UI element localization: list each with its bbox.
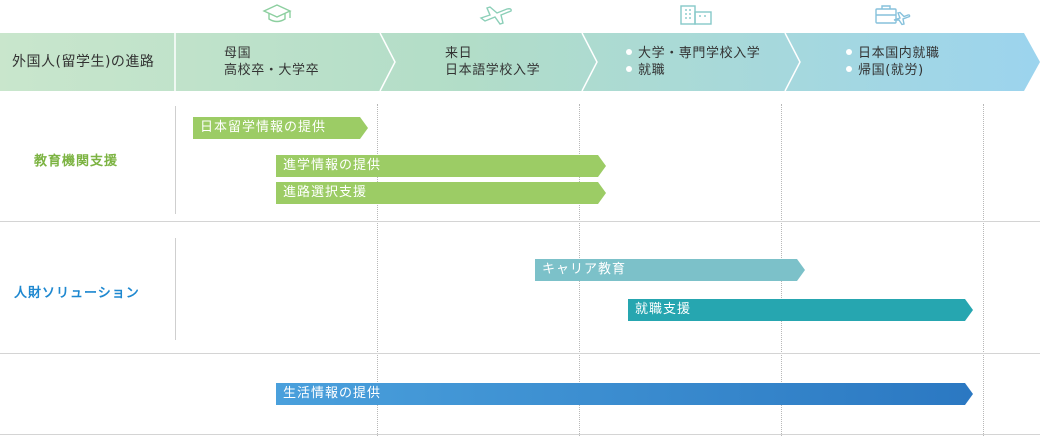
section-label-hr-solution: 人財ソリューション [14,286,140,301]
stage-line: 母国 [224,46,252,61]
section-separator [0,221,1040,222]
stage-line: 大学・専門学校入学 [638,46,761,61]
section-separator [0,434,1040,435]
section-divider [175,238,176,340]
stage-employment: 日本国内就職 帰国(就労) [846,45,940,79]
section-divider [175,106,176,214]
bar-living-info: 生活情報の提供 [276,383,973,405]
section-label-education: 教育機関支援 [34,154,119,169]
bar-career-education: キャリア教育 [535,259,805,281]
buildings-icon [676,0,716,28]
bullet-icon [626,65,632,72]
bullet-icon [846,65,852,72]
stage-line: 高校卒・大学卒 [224,63,320,78]
stage-line: 就職 [638,63,666,78]
graduation-cap-icon [257,0,297,28]
stage-home-country: 母国 高校卒・大学卒 [224,45,319,79]
briefcase-plane-icon [872,0,912,28]
stage-arrival: 来日 日本語学校入学 [445,45,540,79]
bar-career-selection-support: 進路選択支援 [276,182,606,204]
stage-line: 帰国(就労) [858,63,924,78]
bar-job-support: 就職支援 [628,299,973,321]
airplane-icon [476,0,516,28]
bullet-icon [846,48,852,55]
stage-divider [377,104,378,436]
bar-advancement-info: 進学情報の提供 [276,155,606,177]
stage-line: 日本語学校入学 [445,63,541,78]
section-separator [0,353,1040,354]
stage-line: 日本国内就職 [858,46,940,61]
stage-line: 来日 [445,46,473,61]
career-path-header [0,33,1040,91]
stage-divider [983,104,984,436]
stage-university: 大学・専門学校入学 就職 [626,45,760,79]
bar-study-abroad-info: 日本留学情報の提供 [193,117,368,139]
bullet-icon [626,48,632,55]
header-label: 外国人(留学生)の進路 [12,54,155,70]
